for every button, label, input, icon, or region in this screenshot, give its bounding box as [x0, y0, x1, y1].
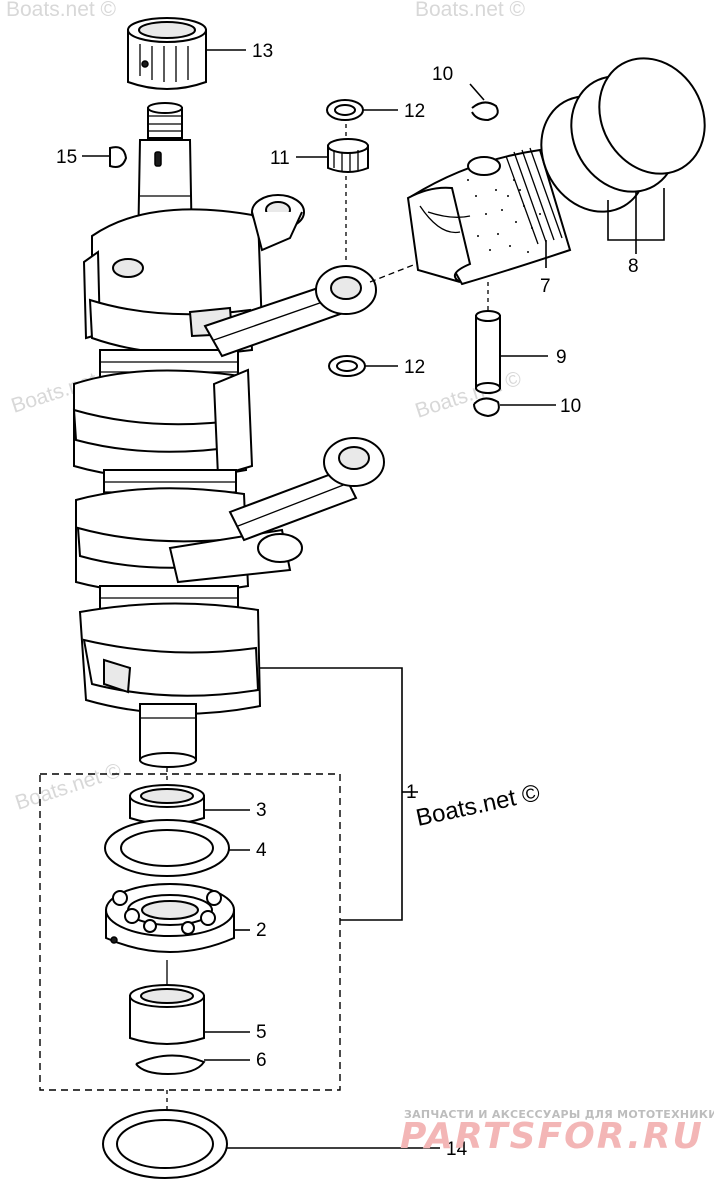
callout-9: 9: [556, 347, 567, 368]
callout-5: 5: [256, 1022, 267, 1043]
connecting-rod-lower: [228, 437, 385, 563]
roller-bearing: [129, 984, 205, 1045]
callout-14: 14: [446, 1139, 468, 1160]
watermark: Boats.net ©: [12, 759, 124, 815]
snap-ring: [135, 1054, 206, 1076]
ball-bearing: [105, 883, 235, 953]
copyright-watermark: Boats.net ©: [414, 779, 543, 832]
connecting-rod-upper: [203, 194, 377, 358]
woodruff-key-slot: [154, 151, 162, 167]
piston-pin: [475, 310, 501, 394]
callout-numbers: 1 2 3 4 5 6 7 8 9 10 10 11 12 12 13 14 1…: [56, 41, 639, 1160]
partsfor-banner: ЗАПЧАСТИ И АКСЕССУАРЫ ДЛЯ МОТОТЕХНИКИ PA…: [400, 1108, 714, 1157]
banner-brand: PARTSFOR.RU: [400, 1116, 704, 1157]
callout-11: 11: [270, 148, 290, 169]
small-end-bearing: [327, 138, 369, 173]
callout-4: 4: [256, 840, 267, 861]
crankshaft-lower-shaft: [139, 703, 197, 761]
crankshaft: [72, 102, 292, 768]
callout-7: 7: [540, 276, 551, 297]
callout-10-bottom: 10: [560, 396, 581, 417]
woodruff-key: [109, 146, 128, 168]
callout-15: 15: [56, 147, 77, 168]
needle-bearing-top: [127, 17, 207, 90]
callout-10-top: 10: [432, 64, 453, 85]
circlip-top: [471, 101, 499, 122]
watermark: Boats.net ©: [6, 0, 117, 21]
rod-cap-lower: [257, 533, 303, 563]
callout-2: 2: [256, 920, 267, 941]
bearing-kit-boundary: [39, 773, 341, 1091]
callout-1: 1: [406, 782, 417, 803]
callout-3: 3: [256, 800, 267, 821]
callout-12-top: 12: [404, 101, 425, 122]
watermark: Boats.net ©: [415, 0, 526, 21]
piston: [406, 147, 572, 286]
leader-lines: [82, 49, 665, 1149]
circlip-bottom: [473, 397, 500, 418]
callout-13: 13: [252, 41, 273, 62]
callout-12-bottom: 12: [404, 357, 425, 378]
watermark: Boats.net ©: [412, 367, 524, 423]
piston-rings: [540, 57, 706, 213]
banner-tagline: ЗАПЧАСТИ И АКСЕССУАРЫ ДЛЯ МОТОТЕХНИКИ: [404, 1108, 714, 1121]
callout-6: 6: [256, 1050, 267, 1071]
bearing-sleeve: [129, 784, 205, 825]
callout-8: 8: [628, 256, 639, 277]
